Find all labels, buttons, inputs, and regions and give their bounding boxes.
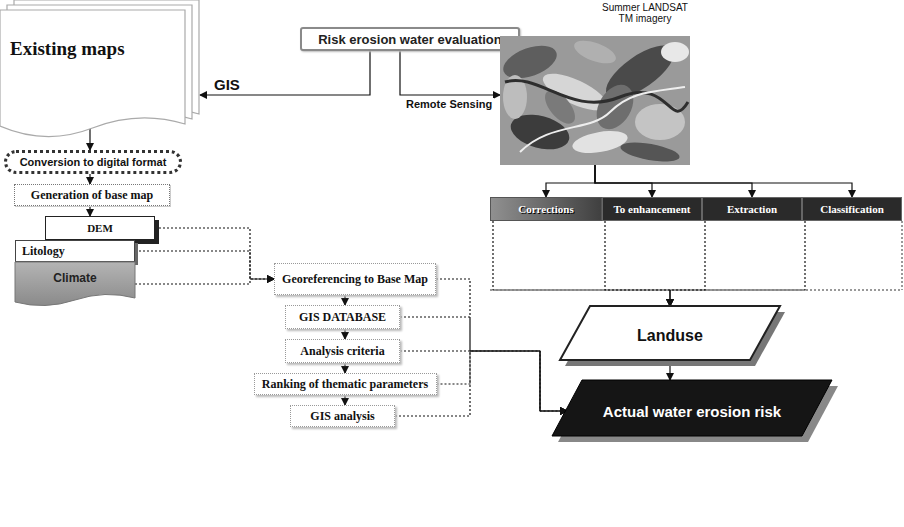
step-box: Classification — [802, 197, 902, 221]
process-box: Generation of base map — [14, 184, 170, 206]
node-text: Litology — [22, 244, 65, 259]
process-box: GIS DATABASE — [285, 305, 400, 329]
process-box: Conversion to digital format — [4, 150, 182, 174]
node-text: Climate — [53, 271, 96, 285]
node-text: Corrections — [518, 203, 573, 215]
layer-box: Climate — [15, 262, 135, 306]
node-text: To enhancement — [614, 203, 691, 215]
node-text: Ranking of thematic parameters — [262, 377, 428, 392]
flow-arrow — [670, 221, 805, 306]
document-stack: Existing maps — [0, 0, 200, 138]
dotted-frame — [902, 221, 903, 290]
layer-box: Litology — [15, 240, 135, 262]
node-text: Georeferencing to Base Map — [282, 272, 428, 287]
edge-label: GIS — [212, 76, 242, 93]
node-text: GIS analysis — [310, 409, 374, 424]
edge-label: Remote Sensing — [404, 98, 494, 110]
flow-arrow — [400, 51, 500, 95]
node-text: Risk erosion water evaluation — [318, 32, 502, 47]
flow-arrow — [400, 317, 567, 411]
output-layer: Actual water erosion risk — [552, 380, 832, 442]
node-text: Extraction — [727, 203, 777, 215]
process-box: Analysis criteria — [285, 339, 400, 363]
process-box: GIS analysis — [290, 405, 395, 427]
landsat-image — [500, 2, 690, 165]
flow-arrow — [437, 351, 568, 411]
flow-arrow — [605, 221, 670, 306]
layer-box: DEM — [45, 216, 155, 240]
flow-arrow — [670, 221, 705, 306]
node-text: Generation of base map — [31, 188, 153, 203]
flow-arrow — [135, 251, 274, 279]
node-text: Actual water erosion risk — [603, 403, 781, 420]
step-box: Corrections — [490, 197, 602, 221]
flow-arrow — [493, 221, 670, 306]
page-stack-outline — [0, 0, 200, 138]
node-text: Analysis criteria — [300, 344, 384, 359]
flow-arrow — [595, 165, 752, 197]
process-box: Risk erosion water evaluation — [300, 27, 520, 51]
node-text: Classification — [820, 203, 884, 215]
node-text: DEM — [87, 222, 113, 234]
flow-arrow — [344, 363, 345, 373]
output-layer: Landuse — [560, 306, 780, 366]
flow-arrow — [344, 395, 345, 405]
process-box: Georeferencing to Base Map — [274, 263, 436, 295]
process-box: Ranking of thematic parameters — [254, 373, 437, 395]
flow-arrow — [200, 51, 370, 95]
flow-arrow — [595, 165, 652, 197]
flow-arrow — [546, 165, 595, 197]
flow-arrow — [595, 165, 852, 197]
flow-arrow — [436, 279, 567, 411]
step-box: To enhancement — [602, 197, 702, 221]
flow-arrow — [135, 279, 274, 284]
flow-arrow — [344, 329, 345, 339]
satellite-image: Summer LANDSAT TM imagery — [500, 2, 690, 165]
node-text: Landuse — [637, 327, 703, 345]
node-text: Summer LANDSAT TM imagery — [602, 2, 688, 24]
flow-arrow — [89, 174, 90, 184]
node-text: Existing maps — [10, 38, 125, 60]
flow-arrow — [89, 128, 90, 150]
step-box: Extraction — [702, 197, 802, 221]
flow-arrow — [89, 206, 90, 216]
node-text: Conversion to digital format — [20, 156, 167, 168]
node-text: GIS DATABASE — [299, 310, 386, 325]
flow-arrow — [669, 366, 670, 380]
flow-arrow — [155, 228, 274, 279]
flow-arrow — [344, 295, 345, 305]
